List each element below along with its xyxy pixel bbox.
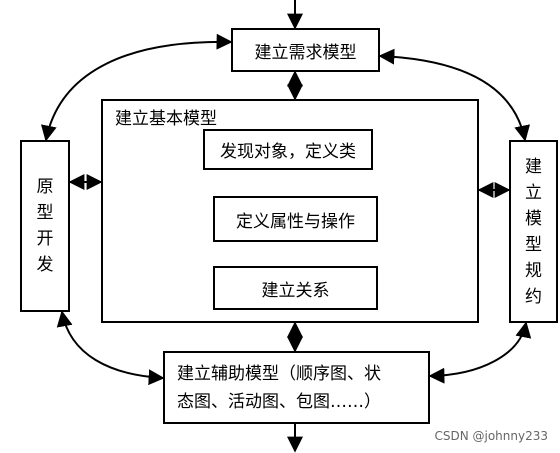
spec-char: 模 (525, 208, 542, 229)
watermark-text: CSDN @johnny233 (434, 429, 548, 443)
auxiliary-model-box: 建立辅助模型（顺序图、状 态图、活动图、包图……） (163, 351, 430, 424)
prototype-char: 开 (36, 229, 54, 249)
define-attributes-box: 定义属性与操作 (213, 196, 378, 242)
arrow-curve-req-prototype (40, 33, 233, 142)
define-attributes-label: 定义属性与操作 (236, 211, 355, 232)
spec-char: 立 (525, 182, 542, 203)
prototype-dev-box: 原 型 开 发 (20, 140, 70, 312)
discover-objects-label: 发现对象，定义类 (220, 142, 356, 162)
arrow-curve-spec-aux (428, 321, 532, 384)
arrow-curve-prototype-aux (56, 310, 165, 386)
spec-char: 约 (525, 286, 542, 307)
requirement-model-box: 建立需求模型 (231, 28, 380, 72)
build-relation-label: 建立关系 (261, 280, 330, 301)
prototype-char: 原 (36, 177, 54, 197)
spec-char: 建 (525, 156, 542, 177)
model-spec-box: 建 立 模 型 规 约 (509, 140, 558, 323)
spec-char: 型 (525, 234, 542, 255)
auxiliary-model-line2: 态图、活动图、包图……） (177, 391, 381, 412)
basic-model-title: 建立基本模型 (115, 109, 217, 129)
auxiliary-model-line1: 建立辅助模型（顺序图、状 (177, 363, 381, 384)
build-relation-box: 建立关系 (213, 266, 378, 310)
prototype-char: 型 (36, 203, 54, 223)
arrow-curve-req-spec (378, 48, 531, 142)
prototype-char: 发 (36, 255, 54, 275)
discover-objects-box: 发现对象，定义类 (203, 129, 373, 170)
spec-char: 规 (525, 260, 542, 281)
requirement-model-label: 建立需求模型 (254, 42, 357, 63)
